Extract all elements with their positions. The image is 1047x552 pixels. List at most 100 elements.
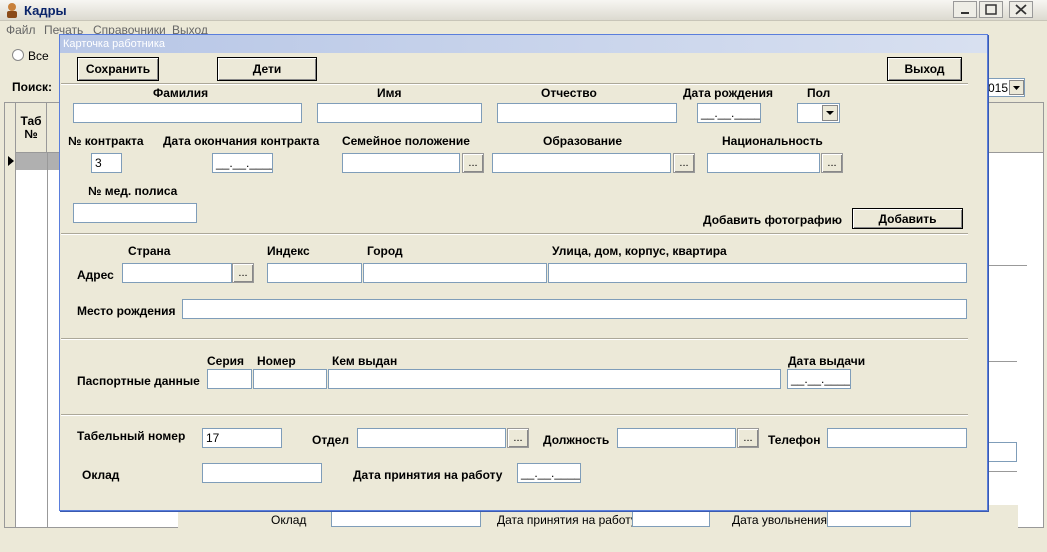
maximize-button[interactable] bbox=[979, 1, 1003, 18]
app-icon bbox=[4, 2, 20, 18]
bottom-side-field-1[interactable] bbox=[985, 442, 1017, 462]
education-lookup-button[interactable]: ... bbox=[673, 153, 695, 173]
grid-current-row[interactable] bbox=[16, 153, 66, 170]
salary-label: Оклад bbox=[82, 468, 120, 482]
chevron-down-icon bbox=[826, 111, 834, 115]
nationality-lookup-button[interactable]: ... bbox=[821, 153, 843, 173]
marital-lookup-button[interactable]: ... bbox=[462, 153, 484, 173]
name-input[interactable] bbox=[317, 103, 482, 123]
birth-date-input[interactable]: __.__.____ bbox=[697, 103, 761, 123]
dialog-title: Карточка работника bbox=[63, 38, 165, 50]
sex-dropdown-button[interactable] bbox=[822, 105, 838, 121]
sex-label: Пол bbox=[807, 86, 831, 100]
menu-exit[interactable]: Выход bbox=[172, 23, 208, 37]
bottom-salary-field[interactable] bbox=[331, 510, 481, 527]
save-button[interactable]: Сохранить bbox=[77, 57, 159, 81]
patronymic-input[interactable] bbox=[497, 103, 677, 123]
bottom-hire-field[interactable] bbox=[632, 510, 710, 527]
address-label: Адрес bbox=[77, 268, 114, 282]
issue-date-input[interactable]: __.__.____ bbox=[787, 369, 851, 389]
bottom-side-line bbox=[987, 265, 1027, 266]
menu-print[interactable]: Печать bbox=[44, 23, 84, 37]
menu-bar: Файл Печать Справочники Выход bbox=[0, 22, 1047, 38]
year-value: 015 bbox=[988, 81, 1009, 95]
sex-select[interactable] bbox=[797, 103, 840, 123]
chevron-down-icon bbox=[1013, 86, 1020, 90]
city-input[interactable] bbox=[363, 263, 547, 283]
children-button[interactable]: Дети bbox=[217, 57, 317, 81]
bottom-dismiss-field[interactable] bbox=[827, 510, 911, 527]
phone-label: Телефон bbox=[768, 433, 821, 447]
menu-references[interactable]: Справочники bbox=[93, 23, 166, 37]
department-input[interactable] bbox=[357, 428, 506, 448]
grid-col-line bbox=[47, 153, 48, 527]
position-input[interactable] bbox=[617, 428, 736, 448]
menu-file[interactable]: Файл bbox=[6, 23, 36, 37]
department-lookup-button[interactable]: ... bbox=[507, 428, 529, 448]
hire-date-input[interactable]: __.__.____ bbox=[517, 463, 581, 483]
issue-date-label: Дата выдачи bbox=[788, 354, 866, 368]
country-label: Страна bbox=[128, 244, 171, 258]
birthplace-label: Место рождения bbox=[77, 304, 176, 318]
education-input[interactable] bbox=[492, 153, 671, 173]
main-window-title: Кадры bbox=[24, 3, 67, 18]
passport-series-input[interactable] bbox=[207, 369, 252, 389]
index-input[interactable] bbox=[267, 263, 362, 283]
country-input[interactable] bbox=[122, 263, 232, 283]
filter-all-label: Все bbox=[28, 49, 49, 63]
grid-tabno-header: Таб № bbox=[16, 103, 47, 153]
position-lookup-button[interactable]: ... bbox=[737, 428, 759, 448]
close-button[interactable] bbox=[1009, 1, 1033, 18]
dialog-titlebar: Карточка работника bbox=[60, 35, 987, 53]
department-label: Отдел bbox=[312, 433, 349, 447]
contract-no-input[interactable]: 3 bbox=[91, 153, 122, 173]
issued-by-label: Кем выдан bbox=[332, 354, 398, 368]
city-label: Город bbox=[367, 244, 403, 258]
number-label: Номер bbox=[257, 354, 296, 368]
street-input[interactable] bbox=[548, 263, 967, 283]
contract-end-input[interactable]: __.__.____ bbox=[212, 153, 273, 173]
row-pointer-icon bbox=[8, 156, 14, 166]
issued-by-input[interactable] bbox=[328, 369, 781, 389]
education-label: Образование bbox=[543, 134, 623, 148]
year-dropdown-button[interactable] bbox=[1009, 80, 1024, 95]
nationality-input[interactable] bbox=[707, 153, 820, 173]
bottom-hire-label: Дата принятия на работу bbox=[497, 513, 637, 527]
tab-no-label: Табельный номер bbox=[77, 429, 186, 443]
phone-input[interactable] bbox=[827, 428, 967, 448]
bottom-salary-label: Оклад bbox=[271, 513, 307, 527]
divider-top bbox=[61, 83, 968, 85]
filter-all-radio[interactable] bbox=[12, 49, 24, 61]
bottom-side-line-2 bbox=[987, 361, 1017, 362]
position-label: Должность bbox=[543, 433, 610, 447]
contract-end-label: Дата окончания контракта bbox=[163, 134, 320, 148]
minimize-button[interactable] bbox=[953, 1, 977, 18]
add-photo-button[interactable]: Добавить bbox=[852, 208, 963, 229]
marital-input[interactable] bbox=[342, 153, 460, 173]
med-policy-label: № мед. полиса bbox=[88, 184, 178, 198]
birthplace-input[interactable] bbox=[182, 299, 967, 319]
add-photo-label: Добавить фотографию bbox=[703, 213, 843, 227]
grid-row-indicator-col bbox=[5, 103, 16, 527]
year-select[interactable]: 015 bbox=[985, 78, 1025, 97]
birth-date-label: Дата рождения bbox=[683, 86, 774, 100]
surname-label: Фамилия bbox=[153, 86, 209, 100]
passport-label: Паспортные данные bbox=[77, 374, 200, 388]
country-lookup-button[interactable]: ... bbox=[232, 263, 254, 283]
bottom-side-line-3 bbox=[987, 471, 1017, 472]
tab-no-input[interactable]: 17 bbox=[202, 428, 282, 448]
surname-input[interactable] bbox=[73, 103, 302, 123]
exit-button[interactable]: Выход bbox=[887, 57, 962, 81]
hire-date-label: Дата принятия на работу bbox=[353, 468, 503, 482]
name-label: Имя bbox=[377, 86, 402, 100]
med-policy-input[interactable] bbox=[73, 203, 197, 223]
salary-input[interactable] bbox=[202, 463, 322, 483]
nationality-label: Национальность bbox=[722, 134, 823, 148]
passport-number-input[interactable] bbox=[253, 369, 327, 389]
marital-label: Семейное положение bbox=[342, 134, 470, 148]
street-label: Улица, дом, корпус, квартира bbox=[552, 244, 727, 258]
search-label: Поиск: bbox=[12, 80, 53, 94]
bottom-dismiss-label: Дата увольнения bbox=[732, 513, 827, 527]
close-icon bbox=[1015, 4, 1027, 15]
patronymic-label: Отчество bbox=[541, 86, 597, 100]
